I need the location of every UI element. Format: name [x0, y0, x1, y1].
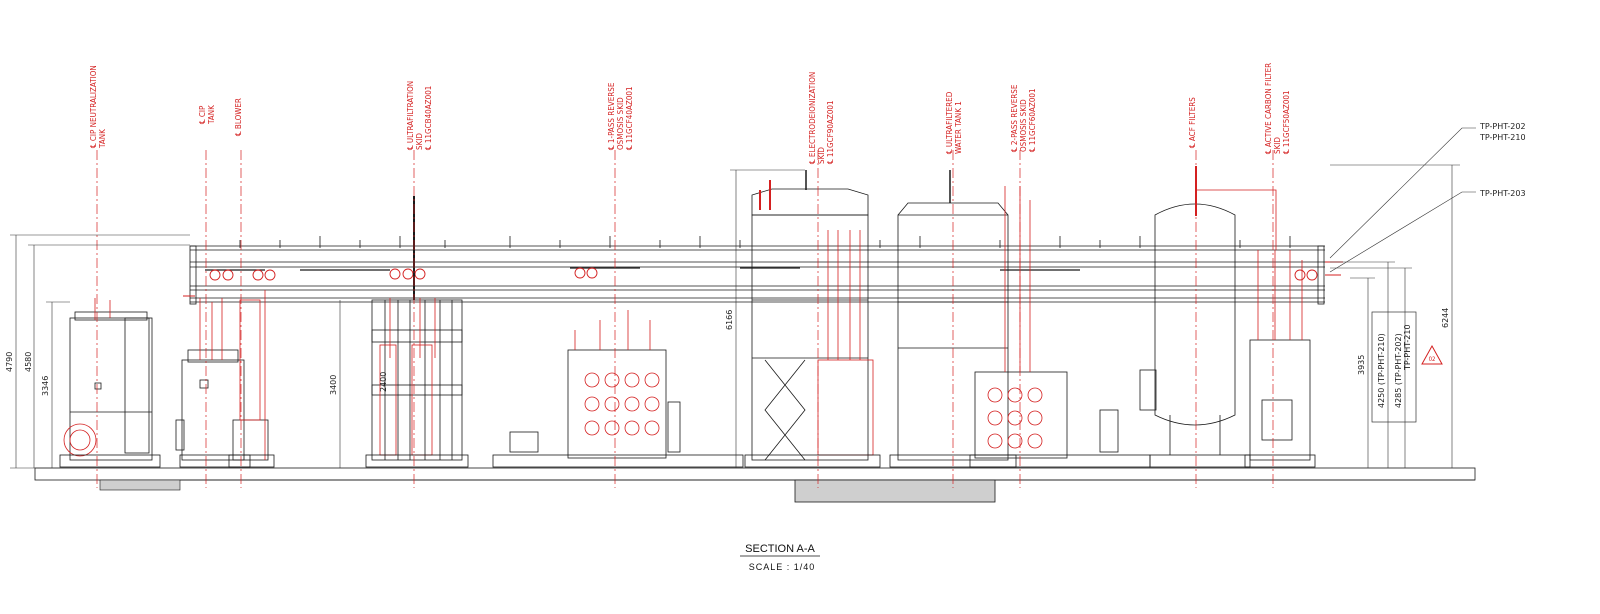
- cl-label-8a: ℄ 2-PASS REVERSE: [1010, 84, 1019, 152]
- 2-pass-ro-skid: [969, 186, 1151, 468]
- cl-label-3a: ℄ BLOWER: [234, 98, 243, 136]
- cl-label-4a: ℄ ULTRAFILTRATION: [406, 81, 415, 150]
- cl-label-10a: ℄ ACTIVE CARBON FILTER: [1264, 63, 1273, 154]
- dim-4285: 4285 (TP-PHT-202): [1394, 333, 1403, 408]
- cl-label-1a: ℄ CIP NEUTRALIZATION: [89, 65, 98, 148]
- dim-3346: 3346: [41, 376, 50, 396]
- cl-label-5b: OSMOSIS SKID: [616, 97, 625, 150]
- dim-6166: 6166: [725, 310, 734, 330]
- cl-label-10b: SKID: [1273, 137, 1282, 154]
- callout-tp-pht-202: TP-PHT-202: [1479, 122, 1526, 131]
- cl-label-5c: ℄ 11GCF40AZ001: [625, 86, 634, 150]
- cl-label-4c: ℄ 11GCB40AZ001: [424, 86, 433, 150]
- cl-label-7a: ℄ ULTRAFILTERED: [945, 91, 954, 154]
- ultrafiltration-skid: [365, 196, 469, 468]
- callout-tp-pht-203: TP-PHT-203: [1479, 189, 1526, 198]
- pipe-rack: [183, 236, 1343, 305]
- cl-label-10c: ℄ 11GCF50AZ001: [1282, 90, 1291, 154]
- svg-text:℄ ULTRAFILTEREDWATER TANK 1: ℄ ULTRAFILTEREDWATER TANK 1: [945, 91, 963, 154]
- svg-text:℄ 1-PASS REVERSEOSMOSIS SKID℄: ℄ 1-PASS REVERSEOSMOSIS SKID℄ 11GCF40AZ0…: [607, 82, 634, 150]
- dim-4580: 4580: [24, 352, 33, 372]
- svg-text:℄ 2-PASS REVERSEOSMOSIS SKID℄: ℄ 2-PASS REVERSEOSMOSIS SKID℄ 11GCF60AZ0…: [1010, 84, 1037, 152]
- boxed-tag: TP-PHT-210: [1371, 311, 1417, 423]
- centerlines: [96, 150, 1274, 488]
- cl-label-8c: ℄ 11GCF60AZ001: [1028, 88, 1037, 152]
- dim-4250: 4250 (TP-PHT-210): [1377, 333, 1386, 408]
- svg-text:℄ ACTIVE CARBON FILTERSKID℄ 11: ℄ ACTIVE CARBON FILTERSKID℄ 11GCF50AZ001: [1264, 63, 1291, 154]
- svg-text:℄ CIP NEUTRALIZATIONTANK: ℄ CIP NEUTRALIZATIONTANK: [89, 65, 107, 149]
- svg-text:℄ BLOWER: ℄ BLOWER: [234, 98, 243, 136]
- ground-slab: [34, 467, 1476, 503]
- cl-label-6b: SKID: [817, 147, 826, 164]
- revision-number: 02: [1429, 356, 1436, 363]
- cip-tank: [175, 298, 251, 468]
- cip-neutralization-tank: [59, 298, 161, 468]
- cl-label-6c: ℄ 11GCF90AZ001: [826, 100, 835, 164]
- cl-label-4b: SKID: [415, 133, 424, 150]
- revision-triangle: 02: [1421, 344, 1443, 365]
- dim-3400: 3400: [329, 375, 338, 395]
- cl-label-6a: ℄ ELECTRODEIONIZATION: [808, 72, 817, 164]
- callout-tp-pht-210: TP-PHT-210: [1479, 133, 1526, 142]
- cl-label-5a: ℄ 1-PASS REVERSE: [607, 82, 616, 150]
- box-tag-text: TP-PHT-210: [1403, 324, 1412, 371]
- svg-text:℄ CIPTANK: ℄ CIPTANK: [198, 105, 216, 125]
- active-carbon-filter-skid: [1244, 250, 1316, 468]
- dimension-labels: 4790 4580 3346 3400 6166 3935 4250 (TP-P…: [5, 308, 1450, 408]
- cl-label-1b: TANK: [98, 129, 107, 149]
- section-title-block: SECTION A-A SCALE : 1/40: [740, 543, 820, 572]
- 1-pass-ro-skid: [492, 310, 744, 468]
- cl-label-2a: ℄ CIP: [198, 105, 207, 124]
- edi-skid: [744, 170, 881, 468]
- dimension-lines: [10, 164, 1460, 469]
- cl-label-9a: ℄ ACF FILTERS: [1188, 97, 1197, 148]
- dim-3935: 3935: [1357, 355, 1366, 375]
- dim-6244: 6244: [1441, 308, 1450, 328]
- dim-2400: 2400: [379, 372, 388, 392]
- section-title: SECTION A-A: [745, 543, 815, 555]
- cl-label-7b: WATER TANK 1: [954, 101, 963, 154]
- acf-filters: [1139, 166, 1277, 468]
- cl-label-8b: OSMOSIS SKID: [1019, 99, 1028, 152]
- cl-label-2b: TANK: [207, 105, 216, 125]
- centerline-labels: ℄ CIP NEUTRALIZATIONTANK ℄ CIPTANK ℄ BLO…: [89, 63, 1291, 164]
- blower: [228, 290, 275, 468]
- svg-text:℄ ULTRAFILTRATIONSKID℄ 11GCB40: ℄ ULTRAFILTRATIONSKID℄ 11GCB40AZ001: [406, 81, 433, 150]
- dim-4790: 4790: [5, 352, 14, 372]
- callouts: [1329, 127, 1476, 273]
- scale-label: SCALE : 1/40: [749, 562, 816, 572]
- svg-text:℄ ACF FILTERS: ℄ ACF FILTERS: [1188, 97, 1197, 148]
- svg-text:℄ ELECTRODEIONIZATIONSKID℄ 11G: ℄ ELECTRODEIONIZATIONSKID℄ 11GCF90AZ001: [808, 72, 835, 164]
